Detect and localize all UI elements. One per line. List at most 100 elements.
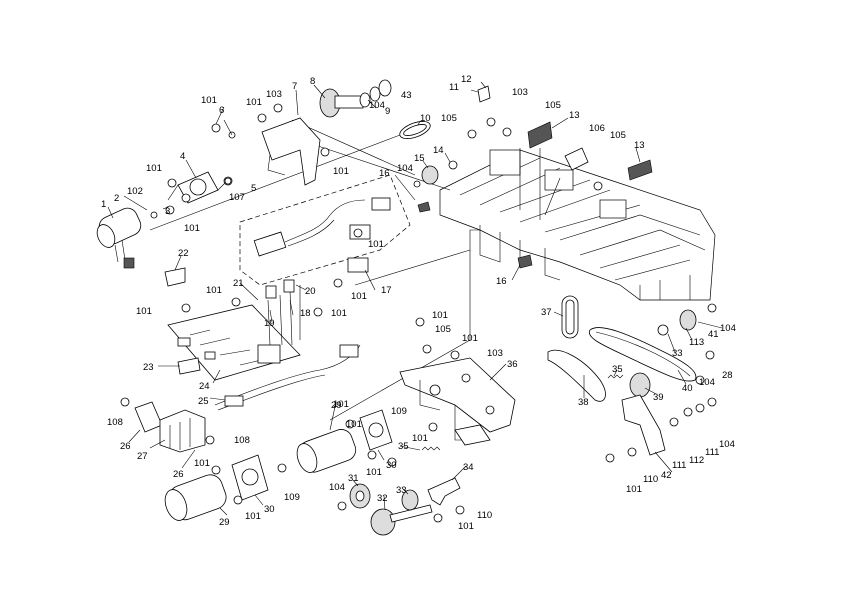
- washers-9-43: [369, 79, 392, 102]
- callout-12: 12: [461, 74, 472, 85]
- callout-104e: 104: [719, 439, 735, 450]
- callout-17: 17: [381, 285, 392, 296]
- callout-21: 21: [233, 278, 244, 289]
- callout-101f: 101: [368, 239, 384, 250]
- callout-33b: 33: [672, 348, 683, 359]
- gear-39: [629, 372, 651, 398]
- harness-17: [253, 197, 391, 273]
- callout-20: 20: [305, 286, 316, 297]
- callout-101c: 101: [146, 163, 162, 174]
- control-board-24: [167, 304, 301, 381]
- callout-13a: 13: [569, 110, 580, 121]
- bracket-42: [621, 394, 666, 456]
- belt-40: [588, 327, 697, 382]
- spring-35: [421, 374, 624, 451]
- callout-8: 8: [310, 76, 315, 87]
- callout-101p: 101: [432, 310, 448, 321]
- callout-41: 41: [708, 329, 719, 340]
- lever-34: [427, 477, 461, 506]
- callout-35a: 35: [398, 441, 409, 452]
- callout-7: 7: [292, 81, 297, 92]
- main-chassis-frame: [329, 149, 716, 421]
- callout-14: 14: [433, 145, 444, 156]
- callout-38: 38: [578, 397, 589, 408]
- callout-101q: 101: [462, 333, 478, 344]
- callout-111a: 111: [672, 460, 686, 471]
- callout-105c: 105: [610, 130, 626, 141]
- callout-34: 34: [463, 462, 474, 473]
- callout-13b: 13: [634, 140, 645, 151]
- bracket-22: [164, 267, 186, 287]
- callout-10: 10: [420, 113, 431, 124]
- callout-101b: 101: [246, 97, 262, 108]
- callout-112: 112: [689, 455, 704, 466]
- callout-29a: 29: [219, 517, 230, 528]
- gear-41: [679, 309, 697, 331]
- callout-39: 39: [653, 392, 664, 403]
- callout-110a: 110: [477, 510, 492, 521]
- callout-103a: 103: [266, 89, 282, 100]
- callout-40: 40: [682, 383, 693, 394]
- callout-29b: 29: [331, 400, 342, 411]
- leader-lines: [107, 81, 723, 516]
- callout-104a: 104: [369, 100, 385, 111]
- callout-24: 24: [199, 381, 210, 392]
- bracket-23: [177, 357, 201, 375]
- callout-16a: 16: [379, 168, 390, 179]
- harness-25: [214, 344, 361, 411]
- callout-33a: 33: [396, 485, 407, 496]
- callout-111b: 111: [705, 447, 719, 458]
- callout-103b: 103: [512, 87, 528, 98]
- callout-110b: 110: [643, 474, 658, 485]
- harness-group-outline: [239, 174, 411, 286]
- callout-101a: 101: [201, 95, 217, 106]
- sensor-11-12: [477, 85, 491, 103]
- harness-19-20: [265, 279, 301, 346]
- callout-22: 22: [178, 248, 189, 259]
- callout-102: 102: [127, 186, 143, 197]
- callout-101d: 101: [184, 223, 200, 234]
- screws: [120, 103, 717, 523]
- belt-37: [561, 295, 579, 339]
- callout-101e: 101: [333, 166, 349, 177]
- callout-30b: 30: [386, 460, 397, 471]
- gear-31: [349, 483, 371, 509]
- callout-106: 106: [589, 123, 605, 134]
- sensor-13a: [527, 121, 553, 149]
- callout-30a: 30: [264, 504, 275, 515]
- motor-29-middle: [296, 409, 393, 473]
- callout-31: 31: [348, 473, 359, 484]
- callout-23: 23: [143, 362, 154, 373]
- callout-104c: 104: [720, 323, 736, 334]
- callout-108b: 108: [234, 435, 250, 446]
- callout-101i: 101: [331, 308, 347, 319]
- callout-16b: 16: [496, 276, 507, 287]
- callout-26a: 26: [120, 441, 131, 452]
- callout-104b: 104: [397, 163, 413, 174]
- callout-1: 1: [101, 199, 106, 210]
- gear-shaft-32: [370, 504, 433, 536]
- callout-101h: 101: [136, 306, 152, 317]
- callout-101n: 101: [366, 467, 382, 478]
- callout-25: 25: [198, 396, 209, 407]
- callout-105b: 105: [545, 100, 561, 111]
- bracket-36: [399, 357, 516, 446]
- callout-101o: 101: [412, 433, 428, 444]
- callout-105a: 105: [441, 113, 457, 124]
- pulley-gear-8: [319, 88, 371, 118]
- callout-101k: 101: [194, 458, 210, 469]
- callout-104f: 104: [329, 482, 345, 493]
- callout-109a: 109: [284, 492, 300, 503]
- callout-18: 18: [300, 308, 311, 319]
- callout-101r: 101: [458, 521, 474, 532]
- callout-36: 36: [507, 359, 518, 370]
- callout-35b: 35: [612, 364, 623, 375]
- callout-28: 28: [722, 370, 733, 381]
- callout-labels: 1 2 3 4 5 6 7 8 9 10 11 12 13 13 14 15 1…: [101, 74, 736, 532]
- gear-15: [421, 165, 439, 185]
- callout-101g: 101: [206, 285, 222, 296]
- gear-33: [401, 489, 419, 511]
- callout-101j: 101: [351, 291, 367, 302]
